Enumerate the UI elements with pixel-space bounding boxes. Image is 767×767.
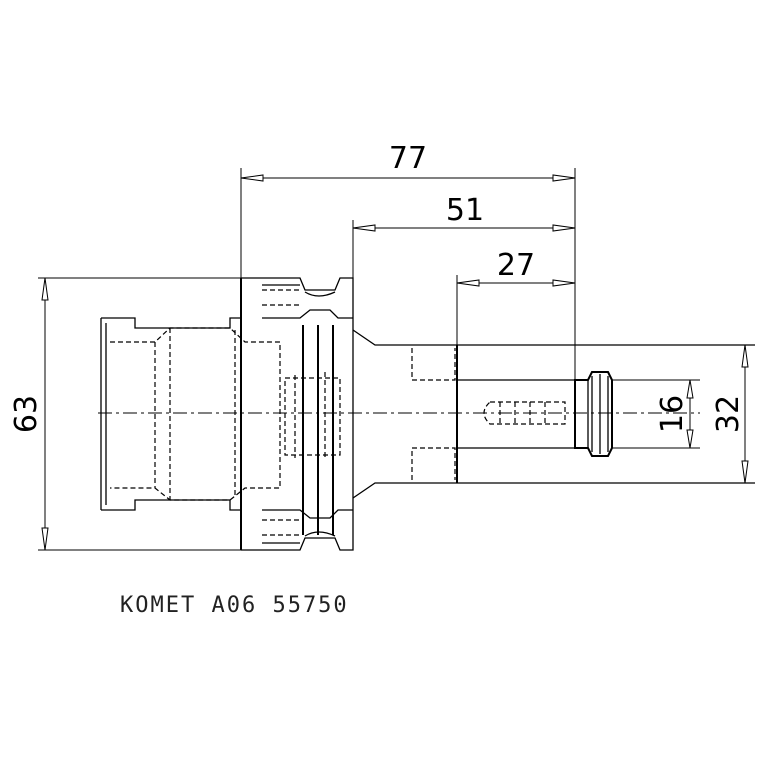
shank (352, 329, 755, 499)
bore-hidden (483, 401, 566, 425)
dimension-51-label: 51 (446, 193, 484, 228)
dimension-16: 16 (612, 379, 700, 449)
dimension-27-label: 27 (497, 248, 535, 283)
dimension-77-label: 77 (389, 141, 427, 176)
clamp-nut (574, 371, 613, 457)
flange (240, 277, 354, 551)
left-body-hidden (110, 327, 341, 501)
part-caption: KOMET A06 55750 (120, 593, 349, 618)
dimension-51: 51 (352, 193, 576, 278)
dimension-63: 63 (9, 277, 241, 551)
dimension-63-label: 63 (9, 395, 44, 433)
dimension-32: 32 (711, 344, 749, 484)
dimension-27: 27 (456, 248, 576, 345)
left-body (100, 317, 241, 511)
dimension-16-label: 16 (655, 395, 690, 433)
dimension-77: 77 (240, 141, 576, 380)
dimension-32-label: 32 (711, 395, 746, 433)
